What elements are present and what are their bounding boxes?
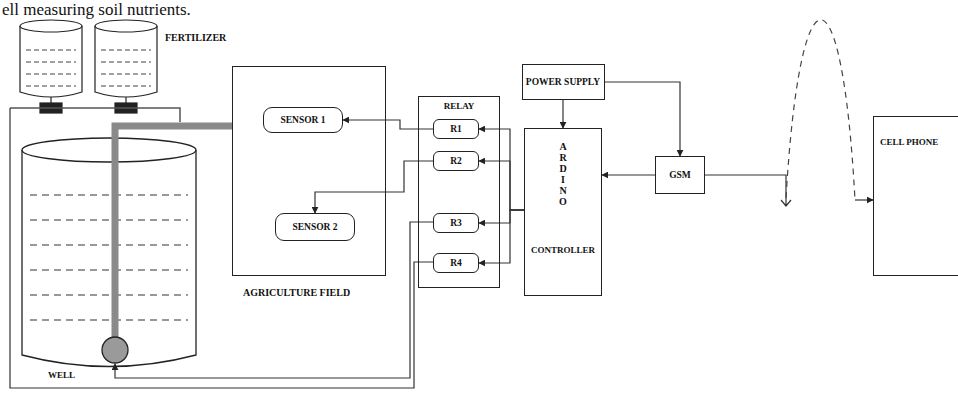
signal-connector <box>479 129 524 210</box>
pump-symbol <box>102 337 128 363</box>
well-water <box>30 195 188 320</box>
relay-box: R3 <box>433 213 479 233</box>
node-label: CELL PHONE <box>880 137 938 147</box>
page-heading: ell measuring soil nutrients. <box>2 0 191 20</box>
fertilizer-pipe <box>10 108 180 122</box>
relay-box: R4 <box>433 253 479 273</box>
tank-label: FERTILIZER <box>165 32 226 43</box>
fertilizer-liquid <box>26 50 151 86</box>
relay-box: R1 <box>433 119 479 139</box>
signal-connector <box>479 210 524 263</box>
signal-connector <box>343 120 433 129</box>
node-label: SENSOR 1 <box>280 115 325 126</box>
node-label: POWER SUPPLY <box>526 77 600 88</box>
power-supply-box: POWER SUPPLY <box>522 64 605 100</box>
phone-box: CELL PHONE <box>873 116 958 276</box>
valve <box>40 97 137 113</box>
signal-connector <box>479 210 524 223</box>
field-region: AGRICULTURE FIELDSENSOR 1SENSOR 2 <box>232 66 386 276</box>
gsm-box: GSM <box>655 156 705 194</box>
sensor-box: SENSOR 2 <box>275 213 355 241</box>
valve-wire <box>10 108 433 388</box>
well-label: WELL <box>48 370 75 380</box>
node-label: ARDINO <box>558 141 568 207</box>
node-label: RELAY <box>419 101 499 111</box>
node-label: GSM <box>669 170 691 181</box>
signal-connector <box>563 100 564 128</box>
signal-connector <box>602 175 655 176</box>
relay-box: R2 <box>433 151 479 171</box>
node-label: R1 <box>450 124 462 135</box>
well-tank <box>22 138 196 367</box>
node-label: R3 <box>450 218 462 229</box>
signal-connector <box>705 20 873 206</box>
relay-board: RELAY R1R2R3R4 <box>418 96 500 288</box>
signal-connector <box>315 161 433 213</box>
signal-connector <box>605 82 681 156</box>
node-label: AGRICULTURE FIELD <box>243 287 350 299</box>
water-pipe <box>115 126 232 338</box>
node-label: SENSOR 2 <box>292 222 337 233</box>
sensor-box: SENSOR 1 <box>263 107 343 133</box>
node-label: CONTROLLER <box>531 245 595 255</box>
node-label: R2 <box>450 156 462 167</box>
signal-connector <box>479 161 524 210</box>
node-label: R4 <box>450 258 462 269</box>
fertilizer-tank <box>20 20 157 97</box>
controller-box: ARDINO CONTROLLER <box>524 128 602 296</box>
